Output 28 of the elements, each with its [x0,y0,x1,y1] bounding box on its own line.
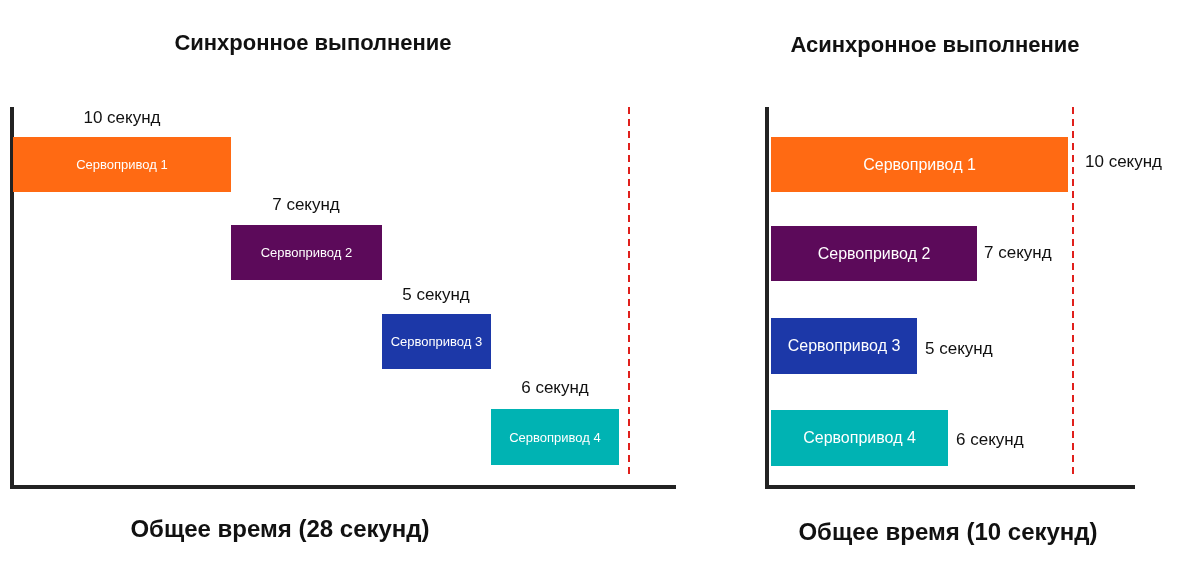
duration-label: 7 секунд [984,243,1052,263]
duration-label: 6 секунд [521,378,589,398]
task-bar [491,409,619,465]
duration-label: 5 секунд [402,285,470,305]
task-bar [771,137,1068,192]
total-time-label: Общее время (10 секунд) [798,518,1098,546]
panel-title: Асинхронное выполнение [790,32,1080,58]
duration-label: 10 секунд [1085,152,1163,172]
bar-label: Сервопривод 3 [390,334,483,349]
task-bar [382,314,491,369]
duration-label: 6 секунд [956,430,1024,450]
bar-label: Сервопривод 4 [803,429,916,447]
duration-label: 10 секунд [83,108,161,128]
task-bar [771,410,948,466]
panel-title: Синхронное выполнение [174,30,452,56]
task-bar [771,226,977,281]
total-time-label: Общее время (28 секунд) [130,515,430,543]
duration-label: 5 секунд [925,339,993,359]
bar-label: Сервопривод 3 [787,337,901,355]
duration-label: 7 секунд [272,195,340,215]
bar-label: Сервопривод 2 [260,245,353,260]
bar-label: Сервопривод 1 [863,155,976,174]
task-bar [13,137,231,192]
bar-label: Сервопривод 2 [817,244,931,263]
bar-label: Сервопривод 4 [509,429,601,445]
task-bar [771,318,917,374]
bar-label: Сервопривод 1 [76,157,168,172]
task-bar [231,225,382,280]
